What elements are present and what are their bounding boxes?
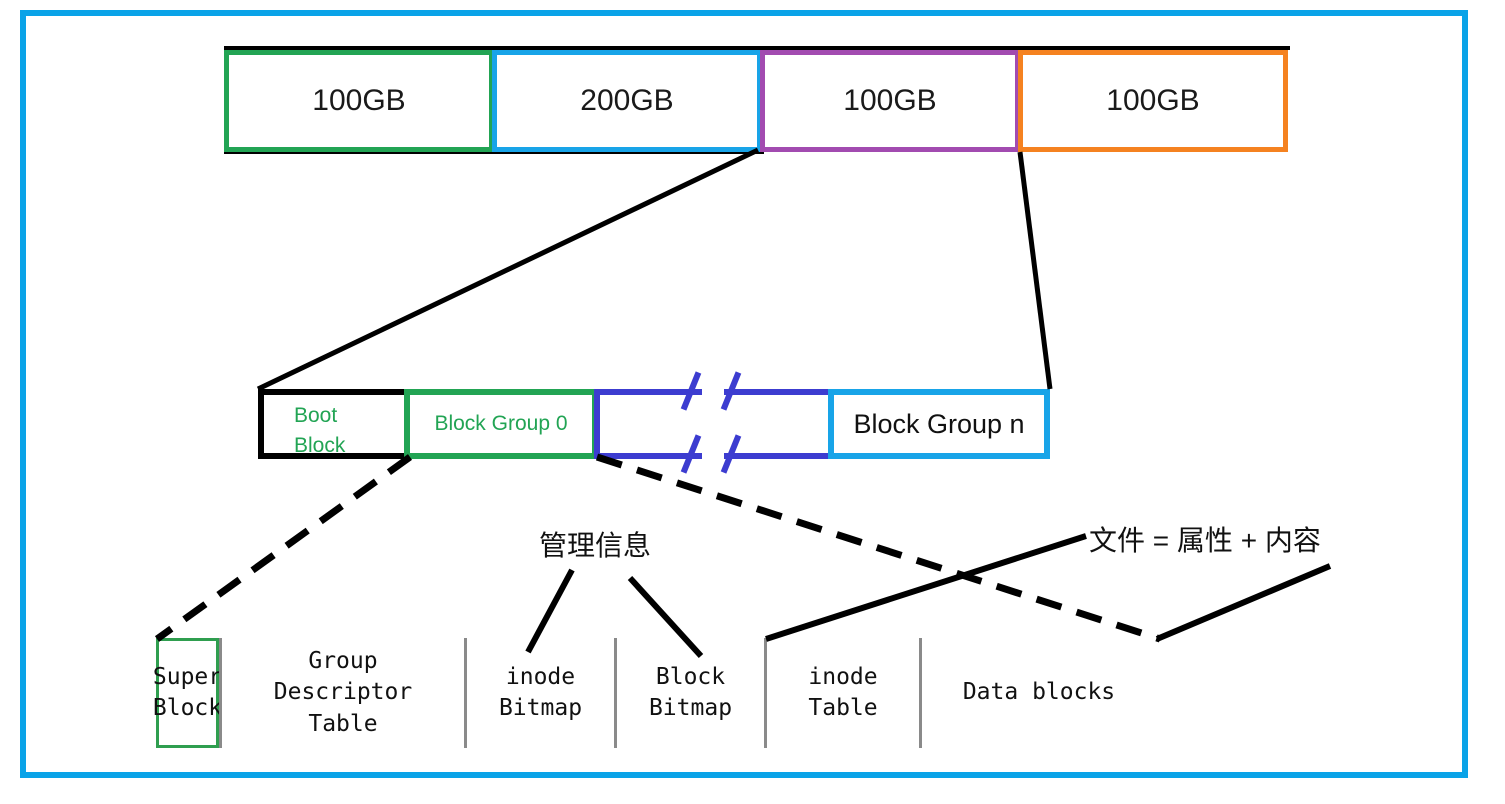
block-group-gap-right: [724, 389, 834, 459]
partition-label: 100GB: [1106, 84, 1200, 117]
cell-line: inode: [808, 663, 878, 690]
cell-line: Block: [655, 663, 726, 690]
block-group-0-label: Block Group 0: [434, 412, 568, 435]
annotation-file-formula: 文件 = 属性 + 内容: [1089, 525, 1321, 556]
cell-data-blocks[interactable]: Data blocks: [919, 638, 1156, 748]
partition-label: 200GB: [580, 84, 674, 117]
cell-inode-bitmap[interactable]: inode Bitmap: [464, 638, 614, 748]
cell-block-bitmap[interactable]: Block Bitmap: [614, 638, 764, 748]
cell-line: Descriptor: [273, 679, 413, 706]
annotation-management-info: 管理信息: [539, 530, 652, 561]
partition-box-3[interactable]: 100GB: [760, 50, 1020, 152]
cell-line: Data blocks: [962, 679, 1116, 706]
cell-super-block[interactable]: Super Block: [152, 638, 223, 748]
partition-label: 100GB: [843, 84, 937, 117]
partition-box-1[interactable]: 100GB: [224, 50, 494, 152]
partition-box-2[interactable]: 200GB: [492, 50, 762, 152]
cell-group-descriptor-table[interactable]: Group Descriptor Table: [219, 638, 464, 748]
disk-baseline-top: [224, 46, 1290, 50]
cell-line: Table: [308, 710, 378, 737]
cell-line: Super: [152, 663, 223, 690]
outer-frame: [20, 10, 1468, 778]
block-group-0-box[interactable]: Block Group 0: [404, 389, 598, 459]
block-group-n-box[interactable]: Block Group n: [828, 389, 1050, 459]
boot-block-label-line2: Block: [294, 434, 346, 458]
cell-line: Bitmap: [498, 695, 583, 721]
cell-line: Bitmap: [648, 695, 733, 721]
boot-block-label-line1: Boot: [294, 404, 338, 427]
cell-line: Block: [152, 695, 223, 721]
block-group-n-label: Block Group n: [853, 408, 1025, 439]
boot-block-box[interactable]: Boot Block: [258, 389, 410, 459]
cell-line: inode: [505, 663, 576, 690]
cell-inode-table[interactable]: inode Table: [764, 638, 919, 748]
block-group-detail-row: Super Block Group Descriptor Table inode…: [152, 638, 1156, 748]
cell-line: Table: [808, 695, 878, 721]
partition-box-4[interactable]: 100GB: [1018, 50, 1288, 152]
cell-line: Group: [308, 648, 378, 675]
partition-label: 100GB: [312, 84, 406, 117]
